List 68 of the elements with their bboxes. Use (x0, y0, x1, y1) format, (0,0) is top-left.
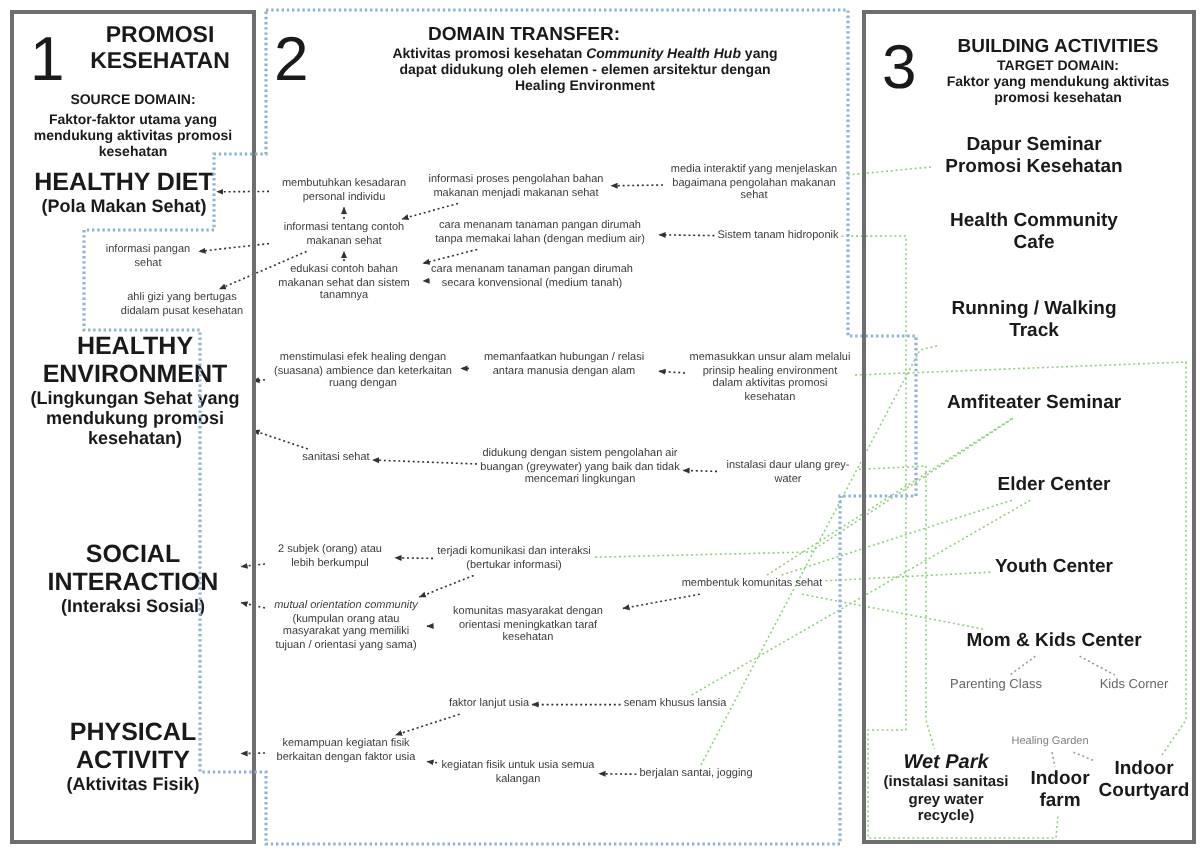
category-heading: SOCIAL INTERACTION (45, 540, 221, 596)
dotted-arrow (240, 750, 266, 757)
category-subtitle: (Interaksi Sosial) (58, 596, 208, 617)
dotted-line (858, 465, 936, 750)
dotted-arrow (394, 713, 461, 736)
activity-label: Indoor Courtyard (1096, 760, 1192, 803)
activity-label: Dapur Seminar Promosi Kesehatan (943, 136, 1125, 179)
dotted-arrow (610, 182, 664, 189)
dotted-line (1078, 655, 1116, 676)
dotted-arrow (658, 231, 716, 238)
dotted-arrow (531, 701, 622, 708)
category-heading: PHYSICAL ACTIVITY (67, 718, 199, 774)
panel-title: DOMAIN TRANSFER: (425, 26, 623, 47)
dotted-line (594, 417, 1014, 558)
dotted-arrow (218, 250, 308, 290)
activity-label: Wet Park (901, 752, 991, 775)
dotted-arrow (422, 277, 430, 284)
activity-label: Amfiteater Seminar (946, 394, 1122, 416)
dotted-arrow (252, 377, 266, 384)
dotted-arrow (371, 457, 478, 465)
panel-title: PROMOSI KESEHATAN (88, 24, 232, 77)
dotted-arrow (460, 365, 470, 372)
dotted-arrow (658, 368, 686, 375)
activity-label: Running / Walking Track (949, 300, 1119, 343)
activity-label: Indoor farm (1028, 770, 1092, 813)
category-heading: HEALTHY ENVIRONMENT (40, 332, 230, 388)
dotted-line (824, 571, 993, 582)
dotted-arrow (252, 429, 309, 450)
dotted-line (854, 361, 1187, 758)
dotted-line (780, 499, 1013, 576)
dotted-arrow (622, 593, 701, 611)
dotted-arrow (216, 188, 270, 195)
activity-label: Health Community Cafe (948, 212, 1120, 255)
dotted-line (1051, 751, 1056, 768)
dotted-line (840, 235, 1059, 839)
dotted-arrow (426, 759, 438, 766)
dotted-line (1072, 751, 1094, 761)
dotted-arrow (426, 623, 434, 629)
dotted-line (690, 499, 1032, 696)
panel-number: 1 (30, 28, 65, 90)
dotted-arrow (341, 206, 347, 220)
dotted-line (801, 593, 984, 630)
dotted-arrow (198, 242, 270, 254)
activity-label: Mom & Kids Center (966, 632, 1142, 654)
category-heading: HEALTHY DIET (34, 168, 214, 196)
dotted-line (766, 417, 1014, 576)
dotted-line (844, 166, 932, 176)
dotted-arrow (422, 248, 478, 265)
category-subtitle: (Pola Makan Sehat) (39, 196, 209, 217)
category-subtitle: (Aktivitas Fisik) (64, 774, 202, 795)
dotted-arrow (394, 554, 434, 561)
panel-title: BUILDING ACTIVITIES (955, 38, 1161, 60)
panel-frame (862, 10, 1196, 844)
category-subtitle: (Lingkungan Sehat yang mendukung promosi kesehatan) (28, 388, 242, 449)
activity-label: Youth Center (995, 558, 1113, 580)
panel-number: 2 (274, 28, 309, 90)
dotted-arrow (598, 770, 638, 777)
dotted-arrow (418, 574, 475, 598)
panel-frame (10, 10, 256, 844)
panel-number: 3 (882, 36, 917, 98)
dotted-line (1009, 655, 1037, 676)
activity-label: Elder Center (997, 476, 1111, 498)
dotted-arrow (682, 467, 718, 474)
dotted-arrow (341, 250, 347, 262)
dotted-line (700, 344, 939, 766)
dotted-arrow (240, 562, 266, 569)
dotted-arrow (240, 601, 266, 609)
dotted-arrow (401, 202, 459, 221)
